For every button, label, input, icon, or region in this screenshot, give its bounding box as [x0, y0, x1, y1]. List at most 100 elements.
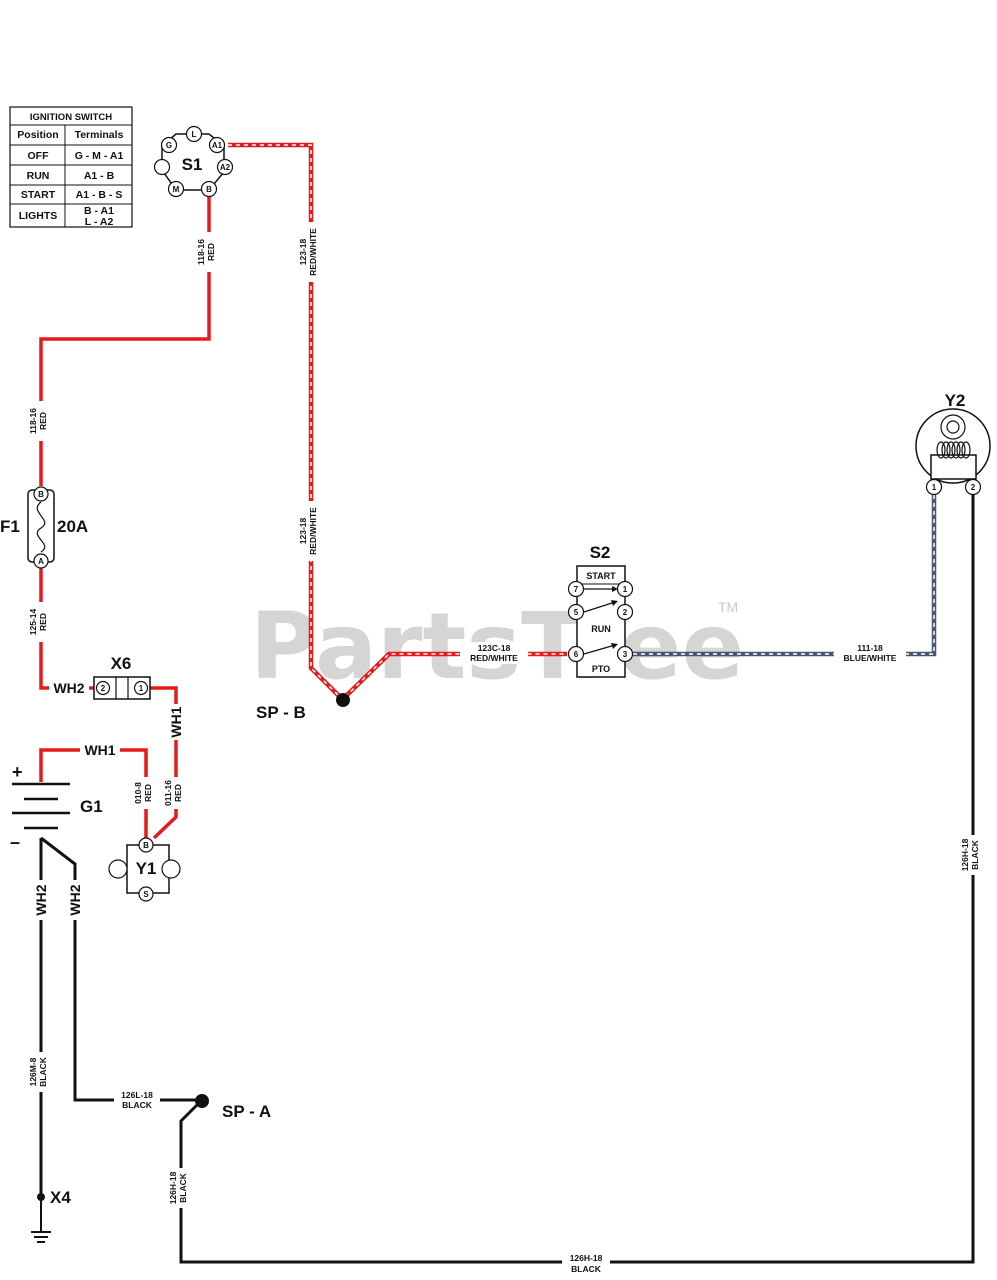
splice-sp-a: SP - A: [195, 1094, 271, 1121]
svg-text:126M-8: 126M-8: [28, 1057, 38, 1086]
connector-x6: 2 1 X6: [93, 654, 151, 700]
terminal-1: 1: [925, 478, 943, 496]
svg-text:G: G: [166, 141, 172, 150]
wire-label: 123-18 RED/WHITE: [298, 501, 320, 561]
component-label: X4: [50, 1188, 71, 1207]
harness-label: WH2: [32, 880, 50, 920]
wire-label: 011-16 RED: [163, 777, 185, 809]
terminal-5: 5: [567, 603, 585, 621]
battery-minus: –: [10, 832, 20, 852]
svg-text:010-8: 010-8: [133, 782, 143, 804]
svg-text:111-18: 111-18: [857, 643, 883, 653]
svg-text:B: B: [206, 185, 212, 194]
svg-text:L: L: [192, 130, 197, 139]
terminal-B: B: [33, 486, 49, 502]
wire-125-14: [39, 568, 102, 690]
wire-126h-18: [179, 495, 975, 1264]
section-label: START: [586, 571, 616, 581]
svg-text:RED: RED: [173, 784, 183, 802]
terminal-6: 6: [567, 645, 585, 663]
terminal-2: 2: [964, 478, 982, 496]
wire-label: 123C-18 RED/WHITE: [460, 642, 528, 664]
svg-text:123C-18: 123C-18: [478, 643, 511, 653]
wire-label: 111-18 BLUE/WHITE: [834, 642, 906, 664]
terminal-2: 2: [616, 603, 634, 621]
svg-text:S: S: [143, 890, 149, 899]
svg-text:RED/WHITE: RED/WHITE: [308, 228, 318, 276]
svg-text:WH1: WH1: [168, 706, 184, 737]
component-label: Y1: [136, 859, 157, 878]
ignition-switch-table: IGNITION SWITCH Position Terminals OFF G…: [9, 106, 133, 228]
table-row-terminals: A1 - B - S: [76, 189, 123, 201]
svg-text:126H-18: 126H-18: [960, 838, 970, 871]
wire-label: 010-8 RED: [133, 777, 155, 809]
terminal-2: 2: [95, 680, 111, 696]
wire-118-16: [39, 197, 211, 486]
wire-label: 126H-18 BLACK: [562, 1252, 610, 1276]
terminal-unlabeled: [153, 158, 171, 176]
svg-text:BLACK: BLACK: [571, 1264, 602, 1274]
harness-label: WH1: [80, 741, 120, 759]
svg-text:126L-18: 126L-18: [121, 1090, 153, 1100]
svg-text:1: 1: [623, 585, 628, 594]
battery-plus: +: [12, 762, 23, 782]
terminal-M: M: [167, 180, 185, 198]
svg-text:2: 2: [101, 684, 106, 693]
svg-text:5: 5: [574, 608, 579, 617]
component-label: Y2: [945, 391, 966, 410]
wire-label: 118-16 RED: [28, 401, 50, 441]
component-label: SP - B: [256, 703, 306, 722]
svg-text:BLACK: BLACK: [38, 1056, 48, 1087]
table-title: IGNITION SWITCH: [30, 112, 112, 123]
svg-text:WH2: WH2: [67, 884, 83, 915]
svg-text:118-16: 118-16: [28, 408, 38, 434]
wire-label: 123-18 RED/WHITE: [298, 222, 320, 282]
terminal-L: L: [185, 125, 203, 143]
svg-text:125-14: 125-14: [28, 608, 38, 635]
pto-clutch-y2: 1 2 Y2: [915, 391, 991, 496]
svg-text:A: A: [38, 557, 44, 566]
svg-text:2: 2: [623, 608, 628, 617]
terminal-A2: A2: [216, 158, 234, 176]
section-label: PTO: [592, 664, 610, 674]
svg-text:123-18: 123-18: [298, 517, 308, 544]
terminal-B: B: [138, 837, 154, 853]
terminal-1: 1: [616, 580, 634, 598]
wire-label: 125-14 RED: [28, 602, 50, 642]
fuse-rating: 20A: [57, 517, 88, 536]
pto-switch-s2: START RUN PTO 7 1 5 2 6 3 S2: [567, 543, 634, 678]
table-row-terminals: L - A2: [85, 216, 114, 228]
ignition-switch-s1: S1 L A1 A2 B M G: [153, 125, 234, 198]
harness-label: WH1: [167, 704, 185, 740]
svg-text:1: 1: [932, 483, 937, 492]
terminal-A1: A1: [208, 136, 226, 154]
component-label: F1: [0, 517, 20, 536]
ground-point-x4: X4: [37, 1188, 71, 1207]
component-label: SP - A: [222, 1102, 271, 1121]
svg-text:BLACK: BLACK: [970, 839, 980, 870]
table-row-position: RUN: [27, 170, 50, 182]
harness-label: WH2: [49, 679, 89, 697]
svg-text:RED: RED: [38, 412, 48, 430]
fuse-f1: B A F1 20A: [0, 486, 88, 569]
wire-label: 126M-8 BLACK: [28, 1052, 50, 1092]
terminal-S: S: [138, 886, 154, 902]
svg-text:118-16: 118-16: [196, 239, 206, 265]
svg-text:BLACK: BLACK: [122, 1100, 153, 1110]
svg-text:7: 7: [574, 585, 579, 594]
wire-label: 118-16 RED: [196, 232, 218, 272]
terminal-1: 1: [133, 680, 149, 696]
terminal-B: B: [200, 180, 218, 198]
table-row-terminals: G - M - A1: [75, 150, 124, 162]
table-row-terminals: B - A1: [84, 205, 114, 217]
svg-text:2: 2: [971, 483, 976, 492]
svg-text:A2: A2: [220, 163, 231, 172]
solenoid-y1: B S Y1: [108, 837, 181, 902]
battery-g1: + – G1: [10, 762, 103, 852]
svg-text:WH2: WH2: [33, 884, 49, 915]
table-row-position: START: [21, 189, 56, 201]
wire-111-18: [633, 495, 937, 657]
svg-text:123-18: 123-18: [298, 238, 308, 265]
svg-text:RED/WHITE: RED/WHITE: [308, 507, 318, 555]
